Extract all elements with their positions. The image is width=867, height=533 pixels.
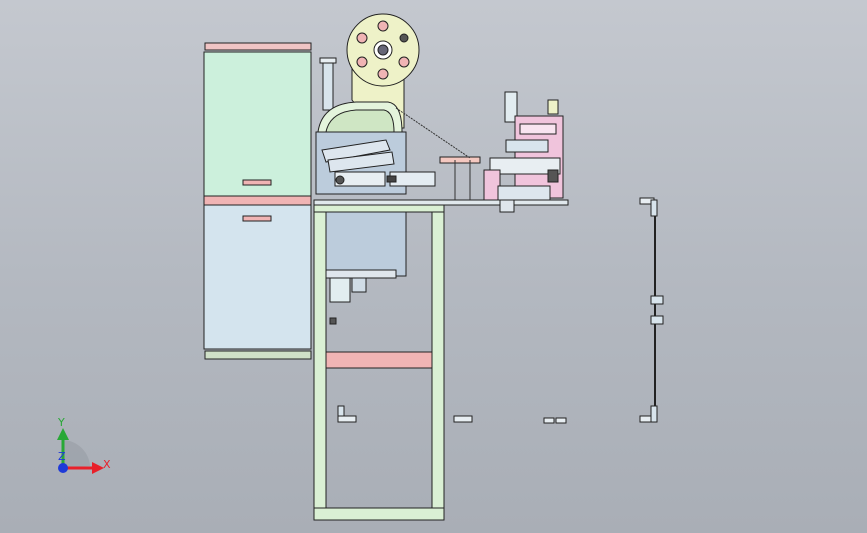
lower-frame xyxy=(313,201,445,521)
frame-left-post xyxy=(313,204,327,511)
right-processing-station xyxy=(483,91,564,213)
frame-middle-crossbar xyxy=(325,351,433,369)
x-axis-label: X xyxy=(103,458,111,471)
cabinet-top-cover xyxy=(204,42,312,51)
gearbox-housing xyxy=(325,211,407,277)
cabinet-divider-strip xyxy=(203,195,312,206)
right-bracket-assembly xyxy=(639,197,664,423)
frame-right-post xyxy=(431,204,445,511)
feed-table xyxy=(313,107,569,206)
cabinet-upper-handle xyxy=(242,179,272,186)
table-beam xyxy=(313,199,569,206)
exhaust-pipe xyxy=(322,57,334,111)
cabinet-upper-panel xyxy=(203,51,312,197)
z-axis-dot xyxy=(58,463,68,473)
coordinate-triad: Y X Z xyxy=(57,416,111,474)
station-tower-left xyxy=(504,91,518,123)
floor-fasteners xyxy=(337,405,567,424)
left-cabinet xyxy=(203,42,312,360)
main-assembly xyxy=(315,13,436,325)
cabinet-lower-panel xyxy=(203,204,312,350)
cabinet-lower-handle xyxy=(242,215,272,222)
z-axis-label: Z xyxy=(58,450,66,463)
frame-bottom-rail xyxy=(313,507,445,521)
y-axis-label: Y xyxy=(57,416,65,429)
drive-motor xyxy=(329,277,351,303)
cabinet-bottom-base xyxy=(204,350,312,360)
material-reel xyxy=(346,13,420,87)
